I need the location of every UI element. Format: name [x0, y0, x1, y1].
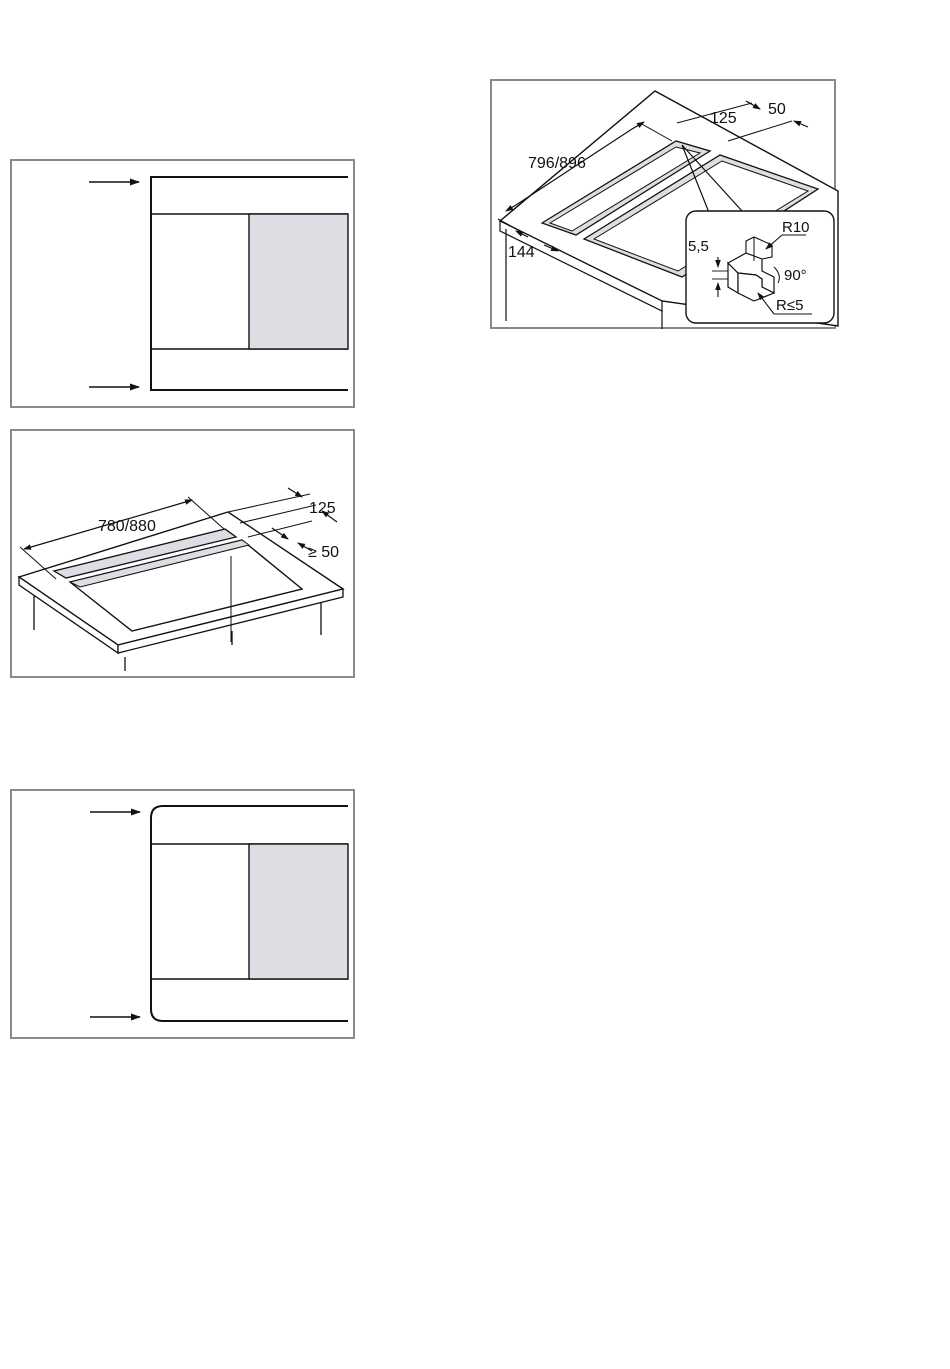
- edge-label: 50: [768, 101, 786, 118]
- countertop-cutout-iso-figure: 780/880 125 ≥ 50: [10, 429, 355, 678]
- depth-label: 125: [710, 110, 737, 127]
- corner-radius-label: R10: [782, 219, 810, 236]
- rebate-depth-label: 5,5: [688, 238, 709, 255]
- cutout-plan-rounded-figure: [10, 789, 355, 1039]
- front-label: 144: [508, 244, 535, 261]
- cooktop-area: [249, 844, 348, 979]
- inner-radius-label: R≤5: [776, 297, 803, 314]
- cutout-plan-rounded-drawing: [12, 791, 357, 1041]
- countertop-cutout-iso-drawing: 780/880 125 ≥ 50: [12, 431, 357, 680]
- edge-dimension: 50: [728, 101, 808, 141]
- flush-mount-iso-figure: 796/896 125 50 144 5,5: [490, 79, 836, 329]
- edge-label: ≥ 50: [308, 544, 339, 561]
- width-label: 796/896: [528, 155, 586, 172]
- cooktop-area: [249, 214, 348, 349]
- depth-dimension: 125: [228, 488, 337, 523]
- angle-label: 90°: [784, 267, 807, 284]
- cutout-plan-square-figure: [10, 159, 355, 408]
- flush-mount-iso-drawing: 796/896 125 50 144 5,5: [492, 81, 838, 331]
- width-label: 780/880: [98, 518, 156, 535]
- depth-label: 125: [309, 500, 336, 517]
- cutout-plan-square-drawing: [12, 161, 357, 410]
